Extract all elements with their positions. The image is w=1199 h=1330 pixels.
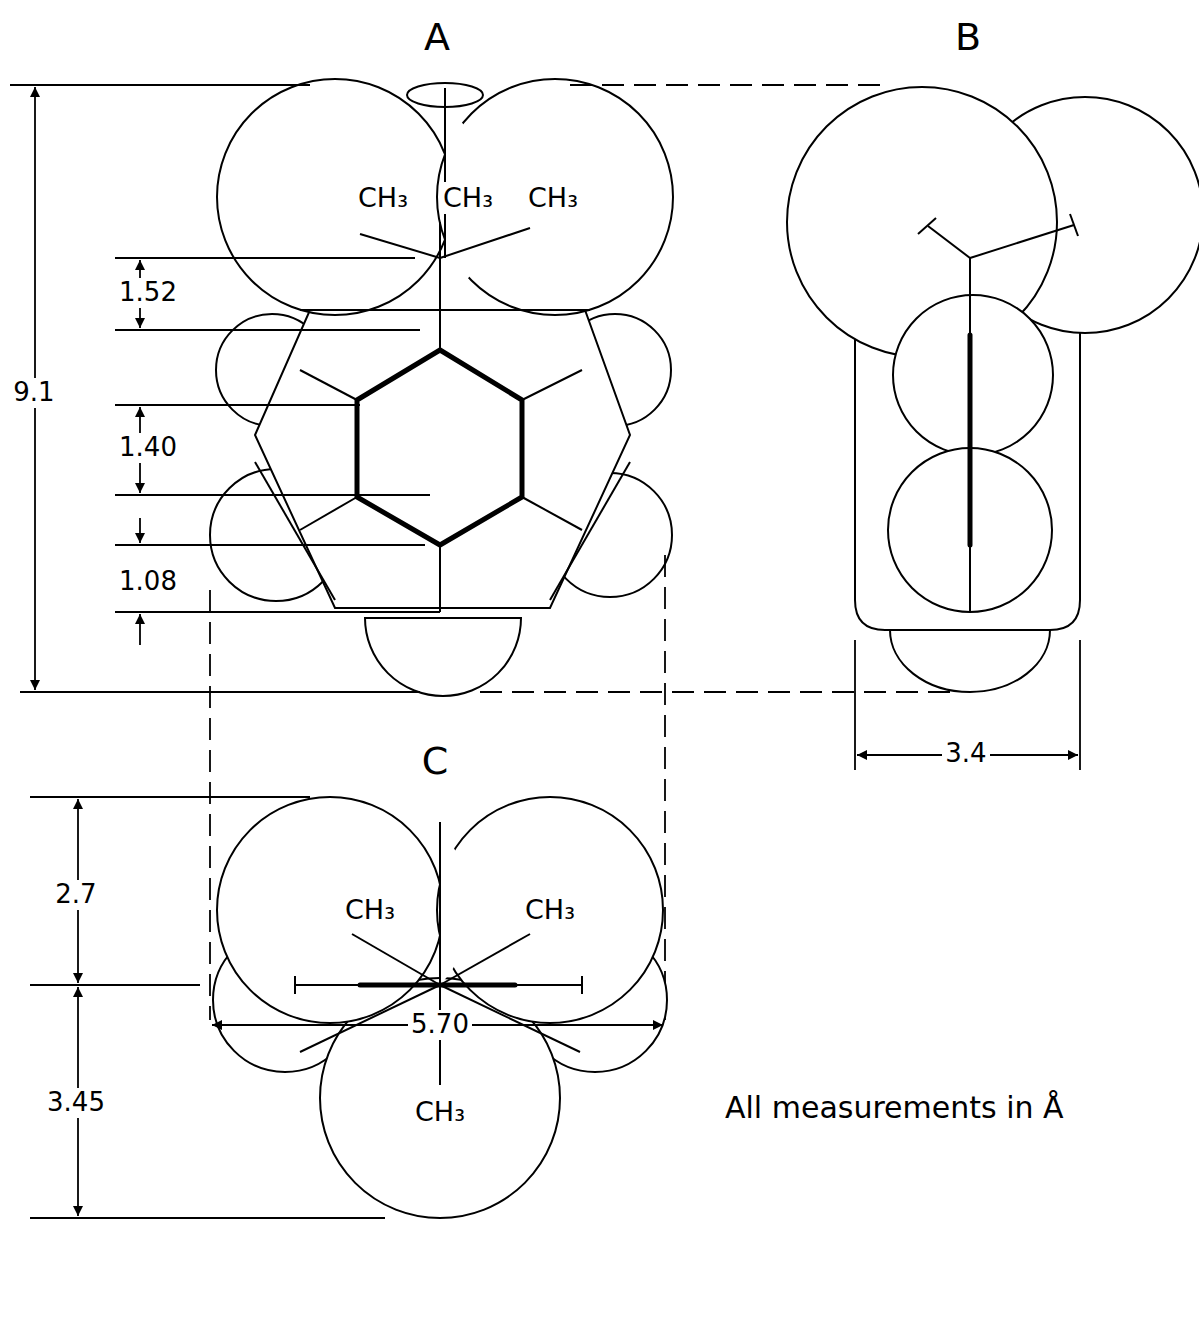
dimension-value: 9.1 bbox=[10, 378, 57, 408]
view-a-dimensions-part bbox=[20, 691, 420, 693]
view-a-model-part bbox=[300, 497, 357, 530]
dimension-value: 3.45 bbox=[44, 1088, 108, 1118]
view-b-model bbox=[787, 87, 1199, 692]
view-a-dimensions-part bbox=[115, 404, 360, 406]
view-letter: A bbox=[421, 16, 453, 60]
dimension-value: 5.70 bbox=[408, 1010, 472, 1040]
view-letter: B bbox=[952, 16, 984, 60]
view-c-model-part bbox=[360, 983, 515, 988]
view-c-model-part bbox=[439, 822, 441, 1085]
methyl-label: CH₃ bbox=[342, 894, 398, 925]
view-a-dimensions-part bbox=[115, 329, 420, 331]
view-a-dimensions-part bbox=[10, 84, 310, 86]
view-c-model-part bbox=[294, 976, 296, 994]
view-b-model-part bbox=[969, 258, 971, 612]
view-b-model-part bbox=[918, 218, 936, 234]
view-c-dimensions-part bbox=[30, 984, 200, 986]
view-b-model-part bbox=[893, 295, 1053, 455]
projection-lines-part bbox=[664, 555, 666, 1020]
projection-lines-part bbox=[570, 84, 890, 86]
methyl-label: CH₃ bbox=[525, 182, 581, 213]
view-a-model-part bbox=[365, 618, 521, 696]
view-a-dimensions-part bbox=[115, 611, 440, 613]
view-c-model-part bbox=[437, 797, 663, 1023]
methyl-label: CH₃ bbox=[412, 1096, 468, 1127]
projection-lines-part bbox=[480, 691, 960, 693]
view-a-model-part bbox=[439, 258, 441, 350]
view-a-dimensions-part bbox=[115, 544, 425, 546]
view-c-model-part bbox=[295, 984, 582, 986]
view-b-model-part bbox=[1070, 214, 1078, 236]
view-a-model-part bbox=[255, 310, 630, 608]
view-c-model-part bbox=[440, 830, 471, 985]
methyl-label: CH₃ bbox=[440, 182, 496, 213]
view-a-dimensions bbox=[10, 85, 440, 692]
units-note: All measurements in Å bbox=[722, 1091, 1067, 1126]
view-c-model-part bbox=[440, 934, 530, 985]
view-b-dimensions-part bbox=[1079, 640, 1081, 770]
view-b-model-part bbox=[968, 335, 973, 545]
view-c-model-part bbox=[217, 797, 443, 1023]
view-a-dimensions-part bbox=[115, 494, 430, 496]
view-letter: C bbox=[419, 740, 452, 784]
dimension-value: 2.7 bbox=[52, 880, 99, 910]
view-a-model-part bbox=[437, 79, 673, 315]
view-a-model-part bbox=[255, 462, 335, 600]
view-a-model-part bbox=[300, 309, 590, 311]
view-b-model-part bbox=[928, 226, 970, 258]
view-c-dimensions-part bbox=[30, 1217, 385, 1219]
view-a-model-part bbox=[444, 88, 446, 258]
view-a-model-part bbox=[550, 462, 630, 600]
view-a-model-part bbox=[357, 350, 522, 545]
view-a-model bbox=[210, 79, 673, 696]
view-a-model-part bbox=[522, 497, 582, 530]
view-a-model-part bbox=[439, 222, 441, 258]
dimension-value: 1.52 bbox=[116, 278, 180, 308]
view-a-model-part bbox=[300, 370, 357, 400]
view-a-model-part bbox=[360, 234, 440, 258]
view-a-model-part bbox=[439, 545, 441, 612]
view-c-model-part bbox=[581, 976, 583, 994]
methyl-label: CH₃ bbox=[355, 182, 411, 213]
dimension-value: 1.08 bbox=[116, 567, 180, 597]
view-a-model-part bbox=[217, 79, 453, 315]
view-c-dimensions-part bbox=[30, 796, 310, 798]
view-a-dimensions-part bbox=[139, 518, 141, 543]
dimension-value: 1.40 bbox=[116, 433, 180, 463]
view-c-model bbox=[213, 797, 667, 1218]
view-b-model-part bbox=[970, 225, 1074, 258]
view-b-dimensions bbox=[855, 640, 1080, 770]
view-c-dimensions bbox=[30, 797, 663, 1218]
projection-lines-part bbox=[209, 590, 211, 1020]
view-b-dimensions-part bbox=[854, 640, 856, 770]
view-b-model-part bbox=[890, 630, 1050, 692]
methyl-label: CH₃ bbox=[522, 894, 578, 925]
dimension-value: 3.4 bbox=[942, 739, 989, 769]
view-a-model-part bbox=[522, 370, 582, 400]
view-c-model-part bbox=[352, 934, 440, 985]
view-a-model-part bbox=[440, 228, 530, 258]
view-a-dimensions-part bbox=[115, 257, 415, 259]
view-a-dimensions-part bbox=[139, 614, 141, 645]
